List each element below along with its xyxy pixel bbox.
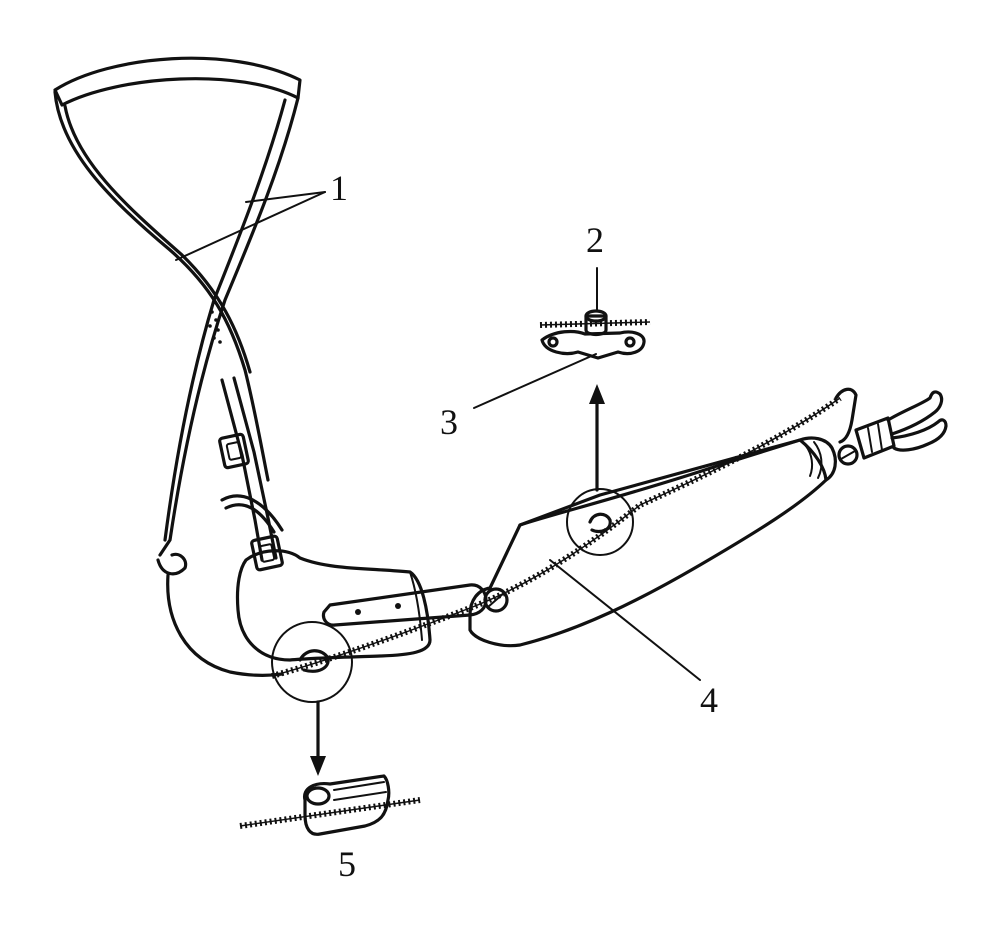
harness-buckle-upper — [218, 432, 250, 470]
callout-1: 1 — [330, 168, 348, 208]
hook-finger-lower — [890, 418, 948, 452]
socket-shell — [235, 549, 432, 662]
leader-3 — [473, 353, 597, 409]
hinge-rivet-1 — [355, 609, 361, 615]
wrist-ring-1 — [805, 445, 814, 477]
harness-ring-loop — [156, 552, 188, 576]
wrist-ring-2 — [813, 441, 823, 479]
callout-labels: 1 2 3 4 5 — [330, 168, 718, 884]
callout-2: 2 — [586, 220, 604, 260]
callout-3: 3 — [440, 402, 458, 442]
harness-strap-right-inner — [163, 98, 287, 542]
leader-1b — [175, 191, 326, 261]
detail-housing-retainer — [539, 309, 651, 360]
arrow-down-head — [310, 756, 326, 776]
hook-base — [854, 416, 896, 460]
detail-circle-upper — [566, 488, 634, 556]
hook-base-line-2 — [877, 423, 883, 451]
harness-lower-loop — [166, 573, 284, 677]
retainer-cable-core — [539, 321, 651, 326]
harness-buckle-upper-inner — [225, 441, 243, 461]
harness-strap-left-inner — [63, 104, 252, 374]
wrist-screw — [837, 444, 859, 466]
swivel-slot-line-1 — [333, 781, 385, 791]
harness-strap-right-outer — [158, 96, 300, 557]
retainer-base-plate — [540, 329, 646, 360]
forearm-top-edge — [518, 438, 802, 527]
wrist-screw-slot — [840, 450, 856, 460]
swivel-body — [303, 774, 391, 836]
cable-core — [271, 397, 841, 677]
harness-crossing-stitches — [208, 310, 222, 344]
arrow-up-head — [589, 384, 605, 404]
detail-circles — [271, 488, 634, 703]
detail-cable-swivel — [239, 774, 421, 836]
wrist-unit — [798, 436, 837, 482]
arrows — [310, 384, 605, 776]
harness-lower-strap-b — [232, 376, 278, 560]
leader-4 — [549, 559, 701, 681]
shoulder-harness — [53, 56, 302, 677]
hook-lever — [834, 387, 858, 444]
hinge-rivet-2 — [395, 603, 401, 609]
hinge-bar — [321, 583, 488, 627]
retainer-stud — [584, 314, 608, 337]
harness-side-strap — [220, 494, 284, 532]
lower-cable-anchor — [298, 649, 330, 673]
hook-terminal-device — [834, 387, 948, 460]
harness-strap-left-outer — [53, 90, 270, 482]
retainer-hole-left — [547, 336, 559, 348]
socket-rim — [409, 571, 423, 641]
upper-arm-socket — [235, 549, 432, 662]
upper-cable-anchor — [588, 512, 612, 534]
detail-circle-lower — [271, 621, 353, 703]
harness-side-strap-inner — [224, 503, 276, 534]
forearm-body — [468, 438, 828, 648]
hook-base-line-1 — [867, 427, 873, 453]
callout-5: 5 — [338, 844, 356, 884]
retainer-stud-top — [584, 309, 608, 323]
control-cable — [271, 395, 842, 679]
retainer-hole-right — [624, 336, 636, 348]
swivel-cable-core — [239, 799, 421, 827]
hook-finger-upper — [886, 390, 944, 436]
callout-4: 4 — [700, 680, 718, 720]
swivel-eye — [305, 786, 331, 806]
harness-top-loop — [53, 56, 302, 107]
leader-lines — [175, 191, 701, 681]
leader-1a — [245, 191, 326, 203]
swivel-slot-line-2 — [333, 791, 387, 801]
forearm-shell — [468, 436, 859, 648]
